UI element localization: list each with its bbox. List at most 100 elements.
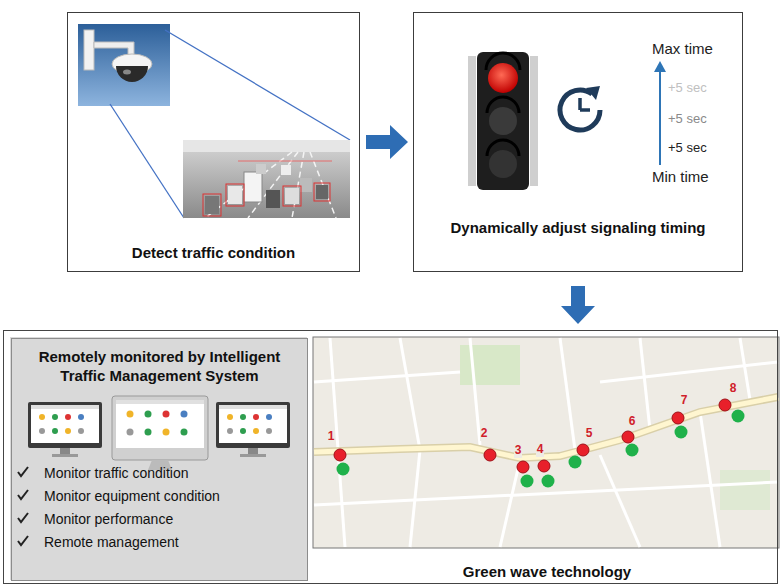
callout-number: 8 xyxy=(729,382,738,395)
monitor-screen xyxy=(116,400,204,448)
screen-icon xyxy=(78,414,84,420)
green-dot xyxy=(675,426,688,439)
checklist-item: Remote management xyxy=(44,534,302,552)
check-mark xyxy=(18,513,28,522)
check-mark xyxy=(18,490,28,499)
axis-label: Max time xyxy=(652,40,713,59)
road xyxy=(314,372,460,382)
lane-line xyxy=(310,152,336,218)
monitor-stand xyxy=(248,448,258,454)
red-dot xyxy=(672,412,684,424)
detection-box xyxy=(203,194,221,216)
car xyxy=(316,185,328,199)
screen-icon xyxy=(181,429,188,436)
panel-title: Remotely monitored by Intelligent Traffi… xyxy=(20,348,299,386)
monitor-bezel xyxy=(28,402,102,448)
process-box: Detect traffic condition xyxy=(67,12,360,272)
lane-line xyxy=(205,152,292,218)
clock-hand xyxy=(580,108,590,112)
screen-icon xyxy=(78,428,84,434)
red-signals xyxy=(334,399,731,473)
check-mark xyxy=(18,467,28,476)
green-dot xyxy=(732,410,745,423)
screen-icon xyxy=(52,428,58,434)
step-label: +5 sec xyxy=(668,111,707,127)
car xyxy=(300,178,312,192)
truck xyxy=(244,172,262,202)
road xyxy=(700,412,720,547)
monitor-stand xyxy=(60,448,70,454)
clock-hand xyxy=(578,98,582,110)
green-signals xyxy=(337,410,745,488)
road xyxy=(600,362,778,382)
camera-photo xyxy=(78,24,170,106)
car xyxy=(281,165,291,175)
screen-icon xyxy=(266,414,272,420)
monitor-base xyxy=(240,454,266,457)
screen-icon xyxy=(240,428,246,434)
road xyxy=(640,338,650,430)
check-marks xyxy=(18,467,28,545)
green-dot xyxy=(569,456,582,469)
green-dot xyxy=(521,475,534,488)
callout-number: 4 xyxy=(536,443,545,456)
callout-number: 7 xyxy=(680,394,689,407)
road xyxy=(560,338,575,450)
map-ground xyxy=(313,337,779,548)
screen-icon xyxy=(240,414,246,420)
callout-number: 5 xyxy=(585,427,594,440)
road xyxy=(400,338,420,547)
park xyxy=(720,470,770,510)
car xyxy=(266,190,280,208)
screen-icon xyxy=(145,429,152,436)
axis-label: Min time xyxy=(652,168,709,187)
red-dot xyxy=(517,461,529,473)
screen-icon xyxy=(163,429,170,436)
camera-dome xyxy=(116,66,148,82)
screen-icon xyxy=(145,411,152,418)
main-road-edge xyxy=(314,397,778,458)
callout-number: 6 xyxy=(628,415,637,428)
check-mark xyxy=(18,536,28,545)
monitor-bezel xyxy=(216,402,290,448)
visor xyxy=(487,140,519,156)
block-arrow xyxy=(561,286,595,324)
time-arrow xyxy=(659,70,661,165)
panel-fill xyxy=(10,337,307,580)
box-title: Dynamically adjust signaling timing xyxy=(414,219,742,238)
side-plate xyxy=(468,56,476,186)
caption-text: Green wave technology xyxy=(314,563,780,582)
light-housing xyxy=(477,52,529,190)
time-arrowhead xyxy=(654,61,666,72)
screen-icon xyxy=(227,428,233,434)
green-lamp xyxy=(489,150,517,178)
car xyxy=(285,188,299,204)
screen-bar xyxy=(219,405,287,409)
red-dot xyxy=(334,449,346,461)
screen-icon xyxy=(163,411,170,418)
group-box: Green wave technology Remotely monitored … xyxy=(3,330,778,584)
screen-icon xyxy=(181,411,188,418)
main-road xyxy=(314,397,778,458)
detection-boxes xyxy=(203,183,330,216)
street-map xyxy=(313,337,779,548)
car xyxy=(205,196,219,214)
sky xyxy=(78,24,170,106)
screen-icon xyxy=(227,414,233,420)
step-label: +5 sec xyxy=(668,140,707,156)
clock-arrowhead xyxy=(586,86,600,100)
screen-icon xyxy=(65,428,71,434)
monitor-screen xyxy=(31,405,99,443)
monitor xyxy=(112,396,208,470)
road xyxy=(600,455,640,547)
screen-icon xyxy=(266,428,272,434)
screen-icon xyxy=(253,414,259,420)
red-dot xyxy=(622,431,634,443)
monitor-bezel xyxy=(112,396,208,460)
screen-bar xyxy=(116,400,204,404)
callout-number: 1 xyxy=(327,430,336,443)
visor xyxy=(486,53,520,70)
red-dot xyxy=(719,399,731,411)
red-dot xyxy=(484,449,496,461)
